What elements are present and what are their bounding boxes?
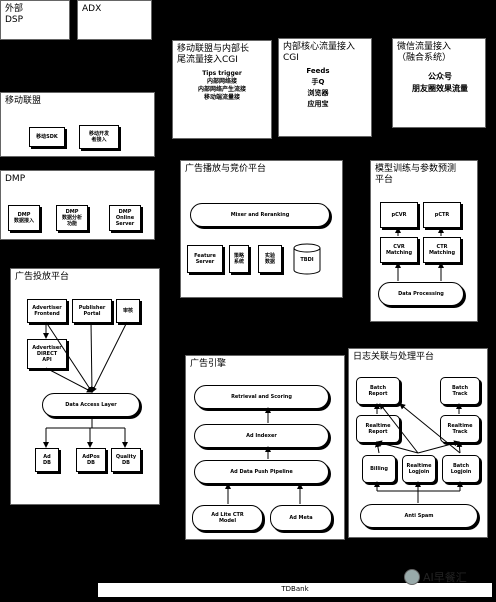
panel-title: 微信流量接入 （融合系统） [397,42,452,63]
audit-box: 审核 [116,299,140,323]
panel-title: 日志关联与处理平台 [353,352,435,362]
panel-ad-engine: 广告引擎 Retrieval and Scoring Ad Indexer Ad… [185,355,345,540]
watermark-text: AI早餐汇 [423,571,467,584]
panel-model-training: 模型训练与参数预测 平台 pCVR pCTR CVR Matching CTR … [370,160,478,322]
panel-title: 移动联盟 [5,96,42,106]
dmp-data-access-box: DMP 数据接入 [8,205,40,231]
panel-log-processing: 日志关联与处理平台 Batch Report Batch Track Realt… [348,348,488,538]
panel-mobile-alliance: 移动联盟 移动SDK 移动开发 者接入 [0,92,155,157]
cvr-matching-box: CVR Matching [380,237,418,263]
ctr-matching-box: CTR Matching [423,237,461,263]
publisher-portal-box: Publisher Portal [72,299,112,323]
panel-title: 广告引擎 [190,359,227,369]
data-processing-box: Data Processing [378,282,464,306]
panel-adx: ADX [77,0,152,40]
ad-indexer-box: Ad Indexer [194,424,329,448]
dmp-online-server-box: DMP Online Server [109,205,141,231]
realtime-track-box: Realtime Track [440,415,480,443]
panel-mobile-alliance-cgi: 移动联盟与内部长 尾流量接入CGI Tips trigger 内部网络接 内部网… [172,40,272,139]
panel-title: ADX [82,4,102,14]
realtime-report-box: Realtime Report [356,415,400,443]
panel-core-traffic-cgi: 内部核心流量接入 CGI Feeds 手Q 浏览器 应用宝 [278,38,372,137]
tdbank-bar: TDBank [97,582,493,598]
pcvr-box: pCVR [380,202,418,228]
retrieval-scoring-box: Retrieval and Scoring [194,385,329,409]
panel-title: DMP [5,174,26,184]
panel-ad-play-bidding: 广告播放与竞价平台 Mixer and Reranking Feature Se… [180,160,343,298]
panel-ad-delivery: 广告投放平台 Advertiser Frontend Publisher Por… [10,268,160,505]
panel-external-dsp: 外部 DSP [0,0,70,40]
ad-lite-ctr-box: Ad Lite CTR Model [192,505,263,531]
panel-title: 外部 DSP [5,4,24,25]
panel-title: 内部核心流量接入 CGI [283,42,356,63]
mobile-dev-platform-box: 移动开发 者接入 [79,125,119,149]
quality-db-box: Quality DB [111,448,141,472]
panel-title: 广告投放平台 [15,272,70,282]
tbdi-label: TBDI [300,257,314,263]
pctr-box: pCTR [423,202,461,228]
watermark: AI早餐汇 [404,569,467,585]
batch-track-box: Batch Track [440,377,480,405]
ad-meta-box: Ad Meta [270,505,332,531]
adpos-db-box: AdPos DB [76,448,106,472]
panel-wechat-traffic: 微信流量接入 （融合系统） 公众号 朋友圈效果流量 [392,38,486,128]
advertiser-frontend-box: Advertiser Frontend [27,299,67,323]
traffic-sources-list: Tips trigger 内部网络接 内部网络产生流接 移动端流量接 [197,70,246,101]
strategy-system-box: 策略 系统 [229,245,249,273]
ad-data-push-box: Ad Data Push Pipeline [194,460,329,484]
panel-dmp: DMP DMP 数据接入 DMP 数据分析 功能 DMP Online Serv… [0,170,155,240]
batch-report-box: Batch Report [356,377,400,405]
traffic-sources-list: Feeds 手Q 浏览器 应用宝 [306,67,330,108]
batch-logjoin-box: Batch Logjoin [442,455,480,483]
mixer-reranking-box: Mixer and Reranking [190,203,330,227]
wechat-logo-icon [404,569,420,585]
panel-title: 广告播放与竞价平台 [185,164,267,174]
billing-box: Billing [362,455,396,483]
data-access-layer-box: Data Access Layer [42,393,140,417]
ad-db-box: Ad DB [35,448,59,472]
feature-server-box: Feature Server [187,245,223,273]
traffic-sources-list: 公众号 朋友圈效果流量 [412,72,468,93]
anti-spam-box: Anti Spam [360,504,478,528]
panel-title: 模型训练与参数预测 平台 [375,164,457,185]
panel-title: 移动联盟与内部长 尾流量接入CGI [177,44,250,65]
mobile-sdk-box: 移动SDK [29,127,65,147]
advertiser-api-box: Advertiser DIRECT API [27,339,67,369]
intervention-data-box: 实验 数据 [258,245,282,273]
dmp-data-analysis-box: DMP 数据分析 功能 [56,205,88,231]
realtime-logjoin-box: Realtime Logjoin [402,455,436,483]
